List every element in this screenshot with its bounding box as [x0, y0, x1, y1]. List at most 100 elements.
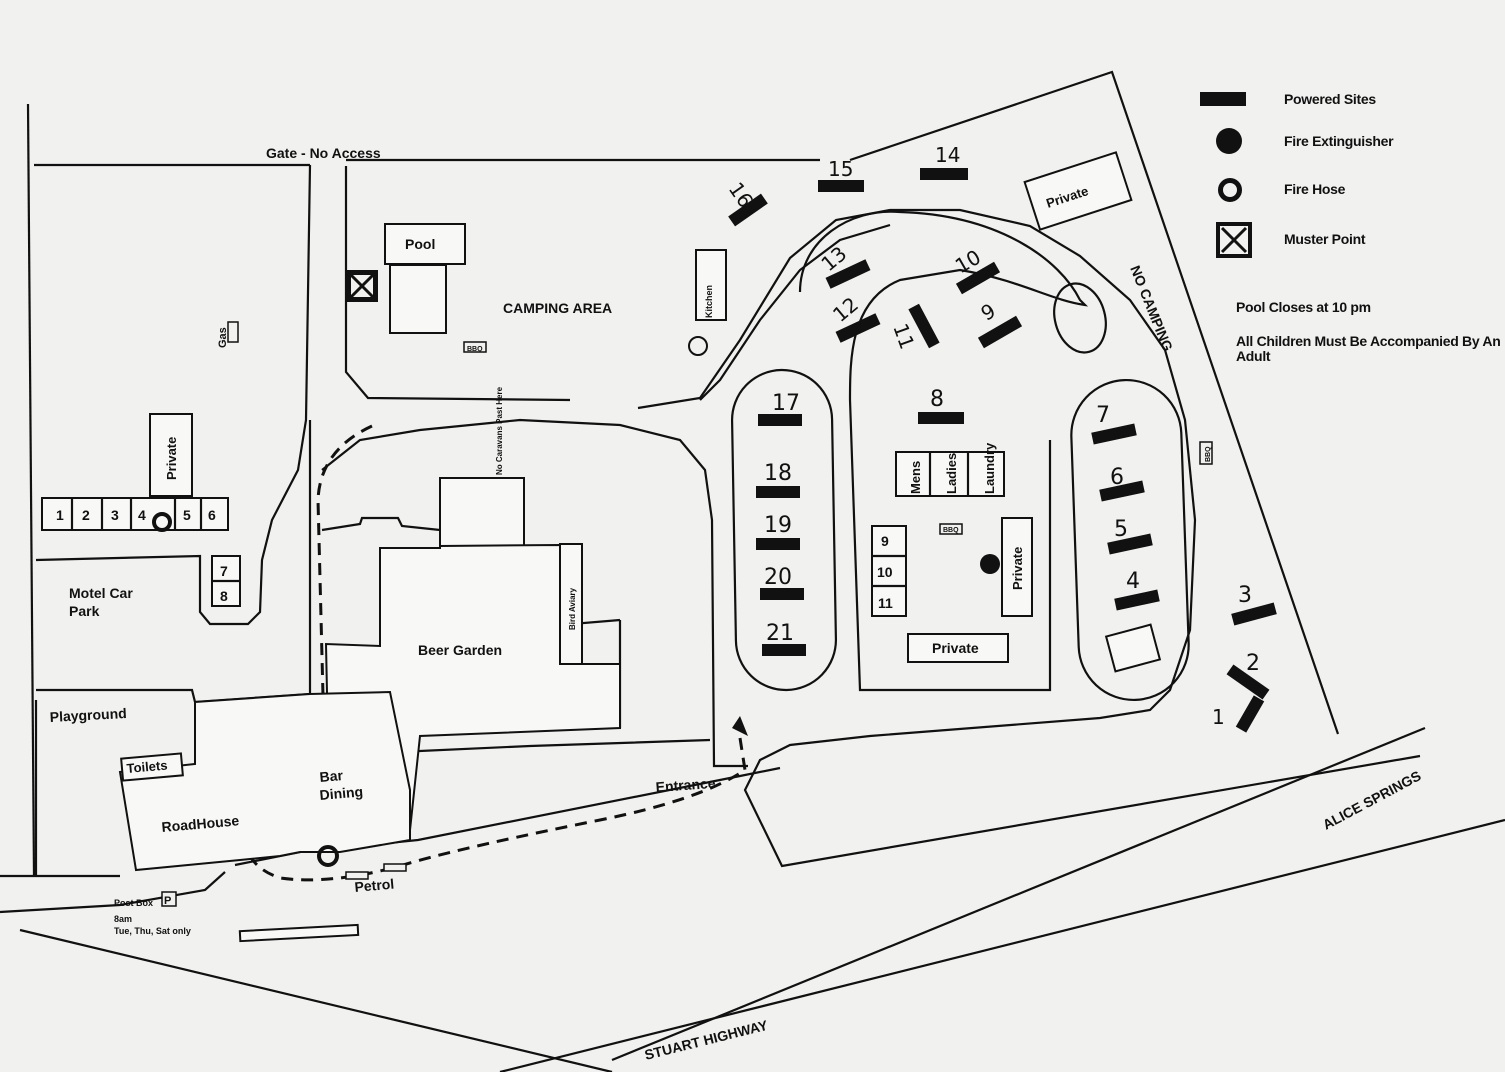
bbq-right-icon — [1199, 441, 1213, 465]
bird-aviary-block — [559, 543, 583, 665]
motel-car-park-label-2: Park — [69, 603, 100, 619]
site-16-bar — [728, 193, 768, 227]
legend-powered-sites-label: Powered Sites — [1284, 91, 1376, 107]
motel-unit-2: 2 — [82, 507, 90, 523]
site-18-bar — [756, 486, 800, 498]
gate-label: Gate - No Access — [266, 145, 381, 161]
legend-muster-point-label: Muster Point — [1284, 231, 1366, 247]
cabin-10: 10 — [877, 564, 893, 580]
legend-fire-hose: Fire Hose — [1200, 174, 1345, 204]
site-17-label: 17 — [772, 391, 800, 416]
site-3-bar — [1231, 602, 1277, 626]
motel-unit-4: 4 — [138, 507, 146, 523]
site-4-label: 4 — [1126, 569, 1140, 594]
legend-muster-point: Muster Point — [1200, 222, 1366, 258]
entrance-label: Entrance — [655, 775, 716, 795]
mens-label: Mens — [908, 461, 923, 494]
site-4-bar — [1114, 589, 1160, 611]
site-5-label: 5 — [1114, 517, 1128, 542]
powered-site-bars — [728, 168, 1277, 733]
site-18-label: 18 — [764, 461, 792, 486]
private-bottom-block — [907, 633, 1009, 663]
motel-car-park-label-1: Motel Car — [69, 585, 133, 601]
muster-point-legend-icon — [1200, 222, 1252, 258]
children-note: All Children Must Be Accompanied By An A… — [1236, 333, 1501, 364]
map-labels: Gate - No Access Pool CAMPING AREA Kitch… — [49, 145, 1423, 1063]
site-9-label: 9 — [977, 298, 1000, 325]
post-box-letter: P — [164, 895, 171, 907]
private-motel-label: Private — [164, 437, 179, 480]
site-8-label: 8 — [930, 387, 944, 412]
toilets-block — [120, 752, 184, 782]
no-caravans-label: No Caravans Past Here — [495, 386, 504, 475]
amenities-block — [895, 451, 1005, 497]
site-6-bar — [1099, 480, 1145, 502]
site-7-label: 7 — [1096, 403, 1110, 428]
site-17-bar — [758, 414, 802, 426]
site-21-bar — [762, 644, 806, 656]
private-mid-label: Private — [1010, 547, 1025, 590]
site-9-bar — [977, 315, 1023, 349]
kitchen-label: Kitchen — [704, 285, 714, 318]
motel-units: 1 2 3 4 5 6 7 8 — [41, 497, 241, 607]
bird-aviary-label: Bird Aviary — [568, 587, 577, 630]
bench-block — [238, 923, 360, 943]
toilets-label: Toilets — [126, 757, 168, 776]
private-top-block — [1023, 151, 1133, 231]
route-arrow-up-icon — [732, 716, 748, 736]
cabin-11: 11 — [878, 595, 893, 611]
site-1-label: 1 — [1212, 705, 1225, 729]
pool-closes-note: Pool Closes at 10 pm — [1236, 299, 1371, 315]
fire-hose-roadhouse-icon — [317, 845, 339, 867]
post-box-label-2: 8am — [114, 914, 132, 924]
camping-area-label: CAMPING AREA — [503, 300, 612, 316]
site-20-bar — [760, 588, 804, 600]
map-symbols: P — [152, 270, 1213, 907]
site-7-bar — [1091, 423, 1137, 445]
site-13-bar — [825, 259, 871, 289]
laundry-label: Laundry — [982, 442, 997, 494]
site-11-label: 11 — [888, 320, 919, 352]
site-19-label: 19 — [764, 513, 792, 538]
gas-label: Gas — [217, 327, 229, 348]
buildings — [118, 151, 1162, 943]
bar-label-1: Bar — [319, 767, 344, 785]
fire-hose-legend-icon — [1200, 174, 1248, 204]
bbq-camping-icon — [463, 341, 487, 353]
private-motel-block — [149, 413, 193, 497]
site-14-bar — [920, 168, 968, 180]
site-2-label: 2 — [1246, 651, 1260, 676]
fire-hose-camping-icon — [688, 336, 708, 356]
gas-icon — [227, 321, 239, 343]
bar-label-2: Dining — [319, 783, 364, 803]
site-15-label: 15 — [828, 157, 853, 181]
site-6-label: 6 — [1110, 465, 1124, 490]
site-20-label: 20 — [764, 565, 792, 590]
pool — [389, 264, 447, 334]
fire-extinguisher-legend-icon — [1200, 126, 1248, 156]
motel-unit-1: 1 — [56, 507, 64, 523]
site-15-bar — [818, 180, 864, 192]
petrol-pump-icon — [345, 871, 369, 880]
motel-unit-5: 5 — [183, 507, 191, 523]
pool-building — [384, 223, 466, 265]
fire-hose-motel-icon — [152, 512, 172, 532]
motel-unit-3: 3 — [111, 507, 119, 523]
bbq-center-label: BBQ — [943, 527, 959, 534]
private-mid-block — [1001, 517, 1033, 617]
private-bottom-label: Private — [932, 640, 979, 656]
site-12-bar — [835, 313, 881, 343]
playground-label: Playground — [49, 705, 127, 725]
site-14-label: 14 — [935, 143, 960, 167]
site-11-bar — [908, 303, 940, 349]
small-structure-block — [1104, 623, 1162, 673]
site-8-bar — [918, 412, 964, 424]
motel-unit-8: 8 — [220, 588, 228, 604]
muster-point-icon — [346, 270, 378, 302]
pool-label: Pool — [405, 236, 435, 252]
post-box-label-3: Tue, Thu, Sat only — [114, 926, 191, 936]
bbq-center-icon — [939, 523, 963, 535]
ladies-label: Ladies — [944, 453, 959, 494]
cabin-9: 9 — [881, 533, 889, 549]
